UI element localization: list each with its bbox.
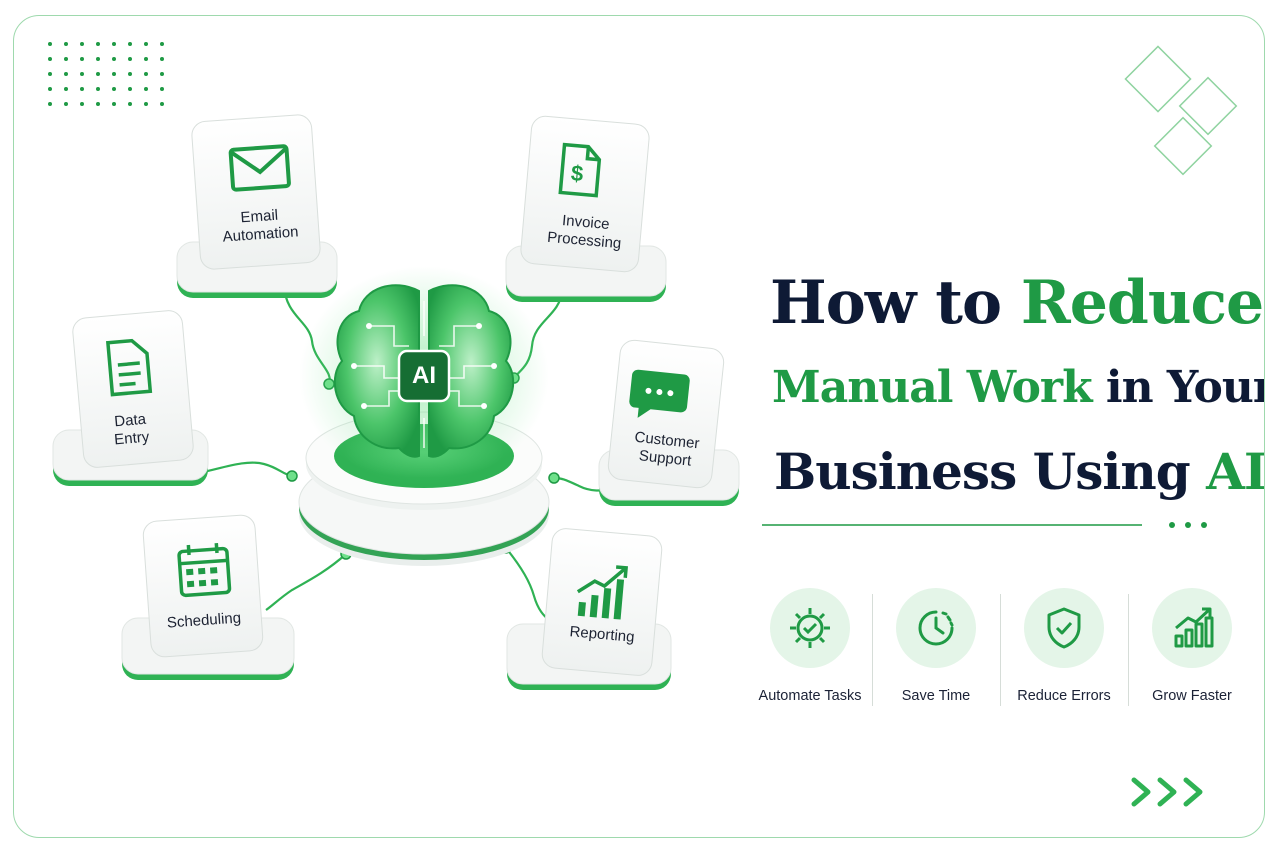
document-icon (105, 338, 153, 397)
shield-check-icon (1047, 607, 1081, 649)
benefit-save-time: Save Time (876, 588, 996, 718)
gear-check-icon (790, 608, 830, 648)
task-card-customer-support (607, 339, 725, 489)
diamond-outline-decoration (1124, 45, 1238, 176)
task-card-reporting (541, 528, 663, 676)
benefit-separator (872, 594, 873, 706)
illustration: $ (48, 42, 1238, 807)
calendar-icon (177, 542, 232, 598)
benefit-separator (1128, 594, 1129, 706)
benefit-reduce-errors: Reduce Errors (1004, 588, 1124, 718)
headline-line-3: Business Using AI (774, 442, 1265, 501)
divider-dots (1169, 522, 1207, 528)
clock-icon (918, 610, 954, 646)
headline-line-1: How to Reduce (770, 268, 1264, 338)
infographic-frame: $ (13, 15, 1265, 838)
task-card-invoice: $ (520, 115, 650, 273)
growth-chart-icon (1174, 607, 1214, 648)
benefit-automate-tasks: Automate Tasks (750, 588, 870, 718)
task-card-scheduling (142, 514, 264, 658)
benefit-separator (1000, 594, 1001, 706)
invoice-dollar-icon: $ (558, 142, 602, 198)
bar-chart-up-icon (576, 565, 628, 620)
task-card-email (191, 114, 321, 270)
dot-grid-decoration (48, 42, 164, 106)
envelope-icon (228, 144, 291, 192)
task-card-data-entry (72, 310, 194, 468)
benefits-row: Automate Tasks Save Time Reduce Errors (750, 588, 1250, 718)
ai-chip-label: AI (412, 362, 436, 389)
svg-text:$: $ (570, 160, 584, 186)
benefit-grow-faster: Grow Faster (1132, 588, 1252, 718)
chevron-right-icon (1131, 777, 1203, 807)
headline-line-2: Manual Work in Your (772, 362, 1265, 413)
chat-bubble-icon (629, 369, 690, 418)
ai-brain (299, 266, 549, 486)
